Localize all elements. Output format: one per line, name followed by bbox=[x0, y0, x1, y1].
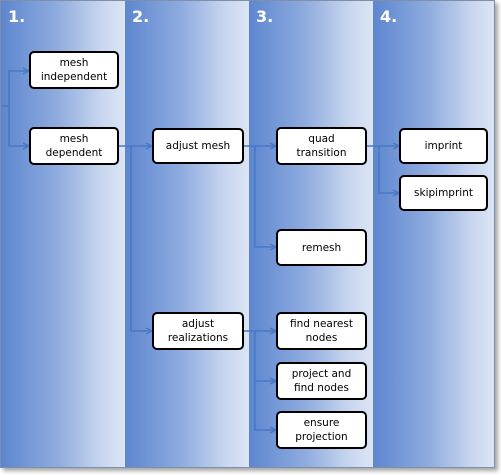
node-adjust-realizations: adjust realizations bbox=[152, 312, 244, 350]
column-2: 2. bbox=[125, 1, 249, 467]
node-skipimprint: skipimprint bbox=[399, 175, 488, 211]
connector-realizations-project bbox=[254, 331, 276, 381]
connector-adjust-mesh-remesh bbox=[254, 146, 276, 247]
column-4-header: 4. bbox=[380, 7, 398, 26]
node-adjust-mesh: adjust mesh bbox=[152, 128, 244, 164]
column-3-header: 3. bbox=[256, 7, 274, 26]
node-find-nearest-nodes: find nearest nodes bbox=[276, 312, 367, 350]
connector-realizations-ensure bbox=[254, 381, 276, 430]
node-quad-transition: quad transition bbox=[276, 127, 367, 165]
node-project-and-find-nodes: project and find nodes bbox=[276, 362, 367, 400]
connector-root bbox=[1, 71, 29, 107]
column-2-header: 2. bbox=[132, 7, 150, 26]
node-mesh-independent: mesh independent bbox=[29, 51, 119, 89]
node-mesh-dependent: mesh dependent bbox=[29, 127, 119, 165]
connector-lines bbox=[1, 1, 494, 467]
connector-root-dependent bbox=[8, 106, 29, 146]
node-ensure-projection: ensure projection bbox=[276, 411, 367, 449]
connector-dependent-adjust-realizations bbox=[130, 146, 152, 331]
diagram-frame: 1. 2. 3. 4. bbox=[0, 0, 495, 468]
column-1-header: 1. bbox=[8, 7, 26, 26]
connector-quad-skipimprint bbox=[378, 146, 399, 193]
column-4: 4. bbox=[373, 1, 494, 467]
node-remesh: remesh bbox=[276, 229, 367, 266]
node-imprint: imprint bbox=[399, 128, 488, 164]
